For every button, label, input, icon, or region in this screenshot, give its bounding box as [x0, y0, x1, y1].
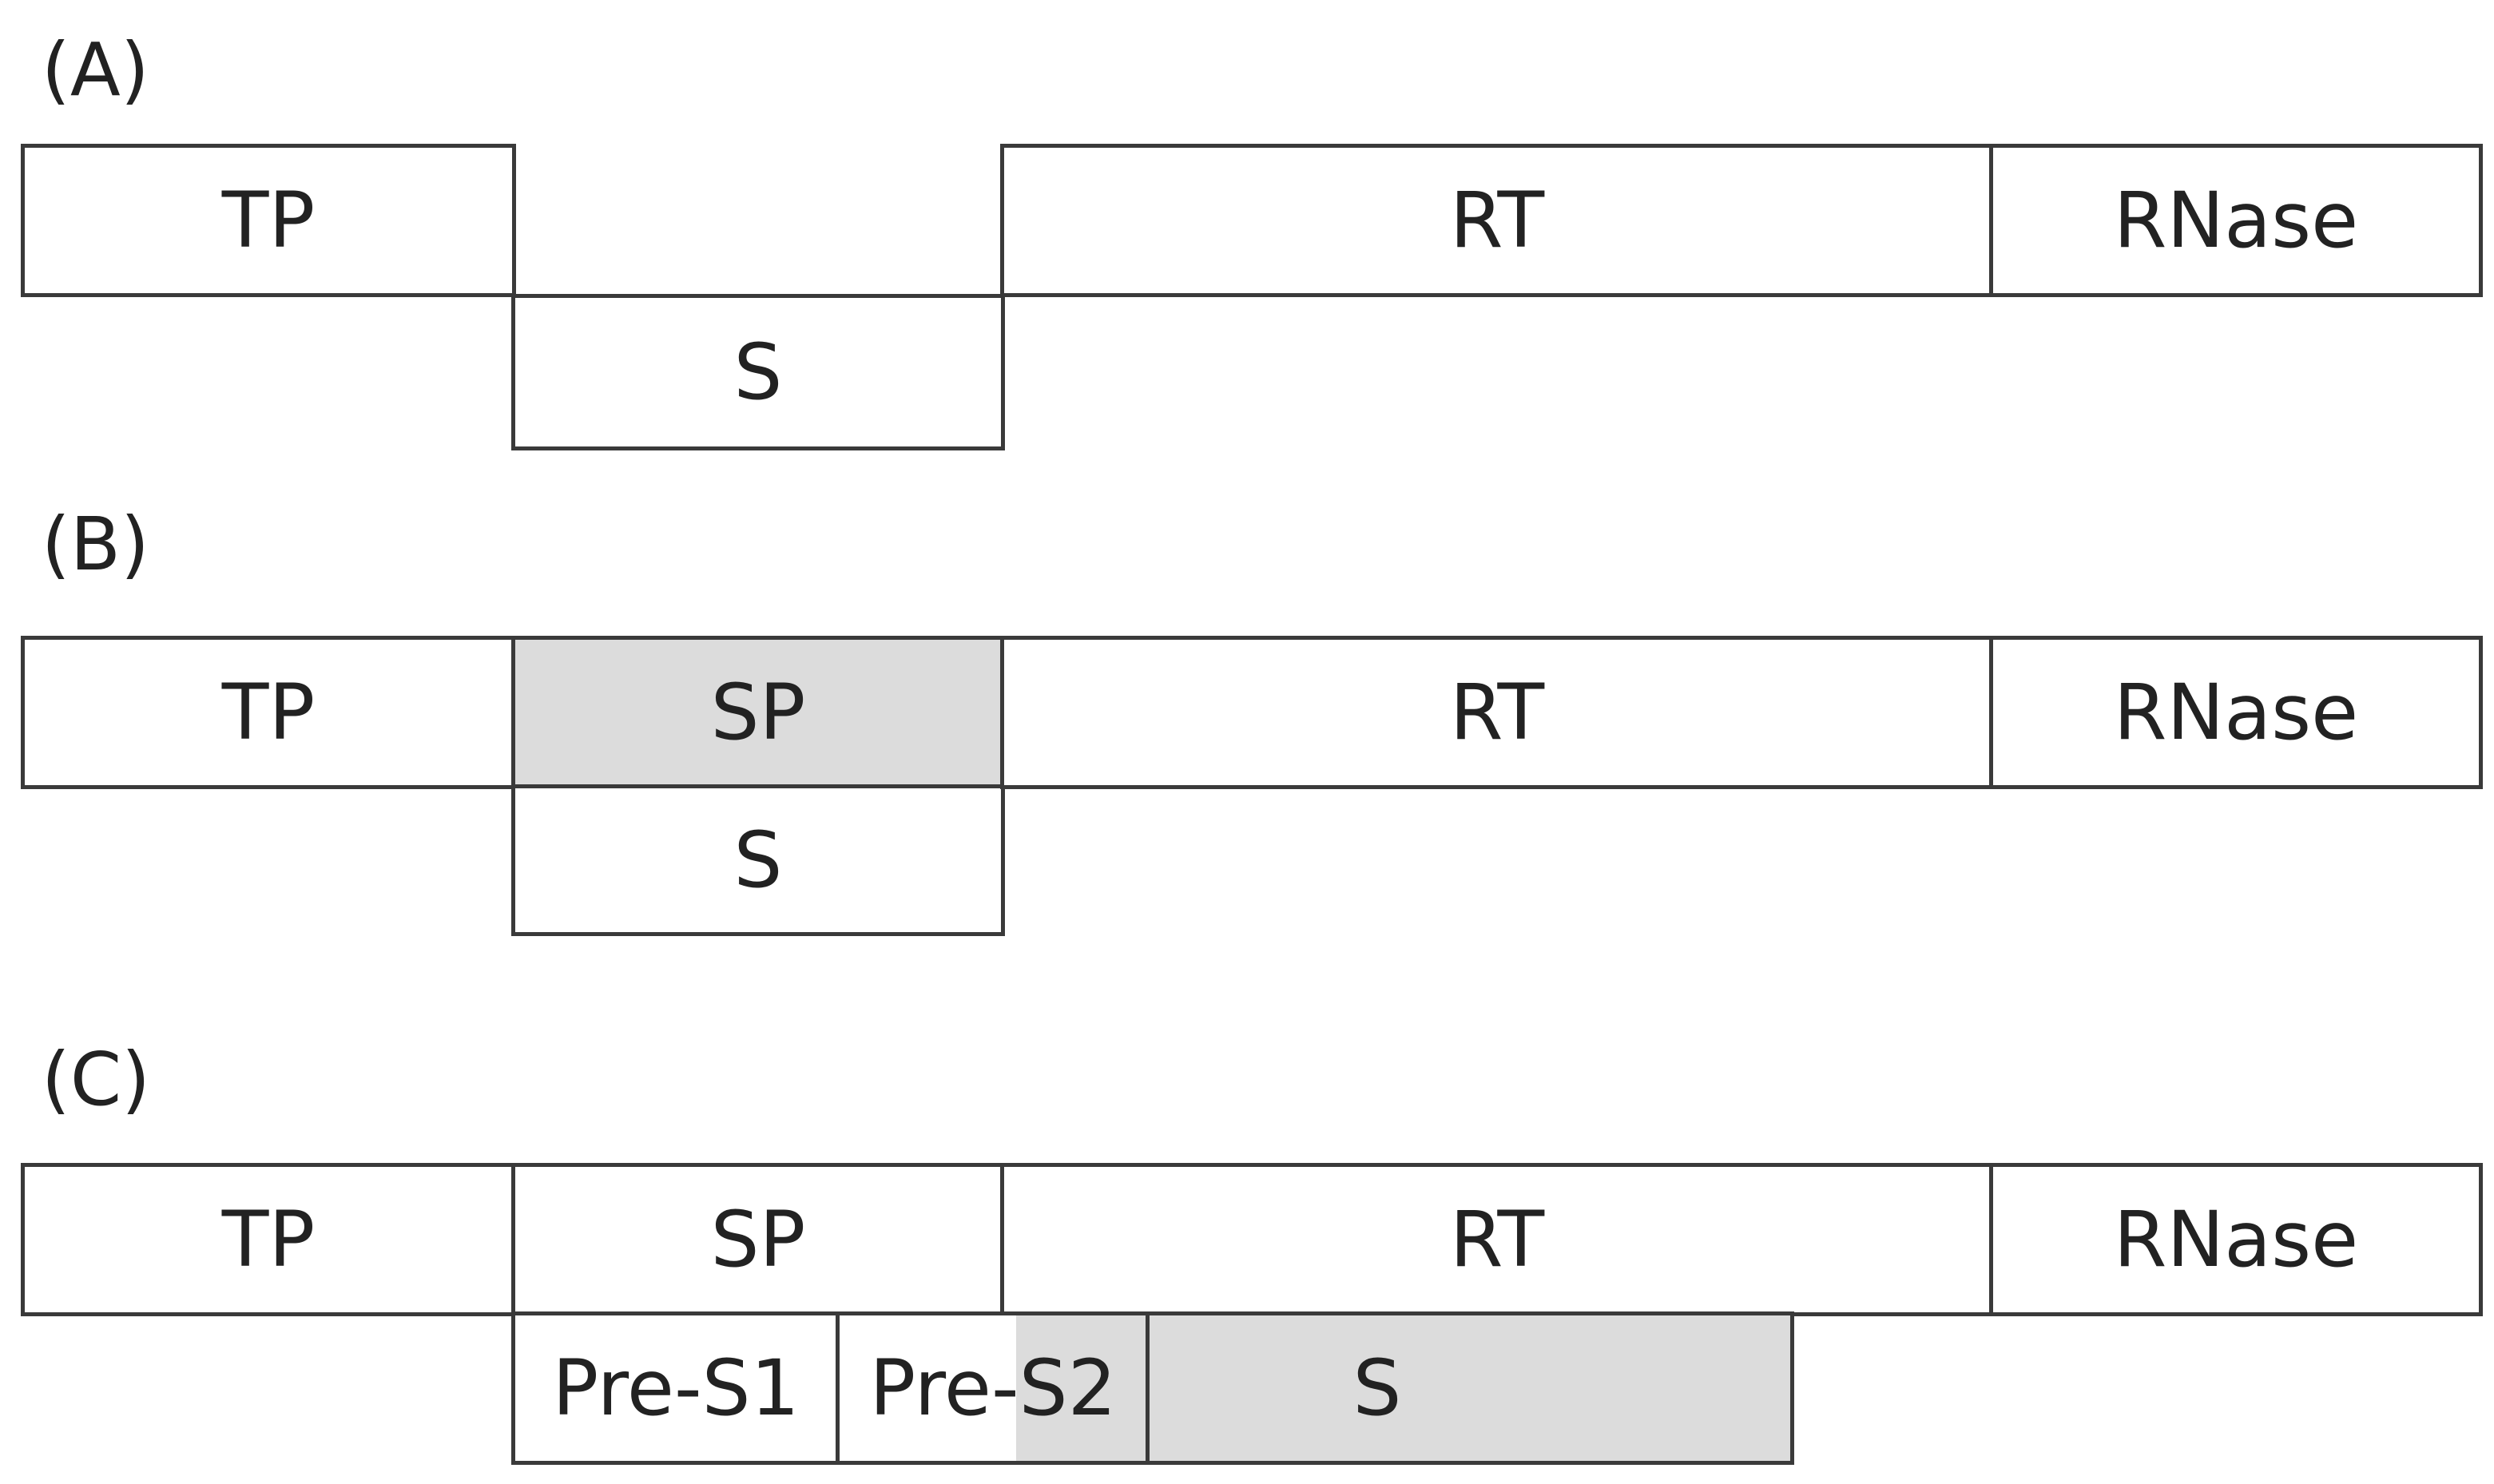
panel-c-pre-s1-label: Pre-S1: [552, 1343, 800, 1433]
panel-c-sp-label: SP: [710, 1195, 806, 1284]
panel-b-rt-box: RT: [1000, 636, 1994, 789]
panel-b-rnase-label: RNase: [2113, 668, 2359, 757]
panel-a-tp-box: TP: [21, 144, 516, 297]
panel-c-rt-label: RT: [1449, 1195, 1545, 1284]
panel-c-rnase-label: RNase: [2113, 1195, 2359, 1284]
panel-c-s-box: [1146, 1311, 1794, 1465]
panel-c-s-label: S: [1352, 1343, 1402, 1433]
panel-b-sp-label: SP: [710, 668, 806, 757]
panel-b-s-box: S: [511, 784, 1005, 936]
panel-a-rt-box: RT: [1000, 144, 1994, 297]
panel-a-rt-label: RT: [1449, 176, 1545, 265]
panel-c-pre-s2-text: Pre-S2: [840, 1315, 1146, 1461]
panel-c-pre-s2-shaded-part: [1016, 1315, 1146, 1461]
panel-a-tp-label: TP: [221, 176, 316, 265]
panel-c-pre-s1-box: [511, 1311, 840, 1465]
panel-c-rt-box: RT: [1000, 1163, 1994, 1316]
panel-c-sp-box: SP: [511, 1163, 1005, 1316]
panel-b-label: (B): [42, 502, 149, 587]
panel-b-sp-box: SP: [511, 636, 1005, 789]
panel-c-rnase-box: RNase: [1989, 1163, 2483, 1316]
panel-b-tp-box: TP: [21, 636, 516, 789]
panel-c-pre-s1-text: Pre-S1: [515, 1315, 836, 1461]
panel-c-tp-label: TP: [221, 1195, 316, 1284]
panel-b-s-label: S: [733, 815, 783, 905]
panel-b-tp-label: TP: [221, 668, 316, 757]
panel-a-s-label: S: [733, 327, 783, 417]
panel-a-rnase-box: RNase: [1989, 144, 2483, 297]
panel-b-rnase-box: RNase: [1989, 636, 2483, 789]
panel-a-rnase-label: RNase: [2113, 176, 2359, 265]
panel-c-label: (C): [42, 1037, 151, 1122]
panel-a-label: (A): [42, 27, 149, 113]
panel-c-tp-box: TP: [21, 1163, 516, 1316]
panel-b-rt-label: RT: [1449, 668, 1545, 757]
panel-c-s-text: S: [1150, 1315, 1605, 1461]
panel-c-pre-s2-label: Pre-S2: [869, 1343, 1117, 1433]
panel-a-s-box: S: [511, 294, 1005, 450]
